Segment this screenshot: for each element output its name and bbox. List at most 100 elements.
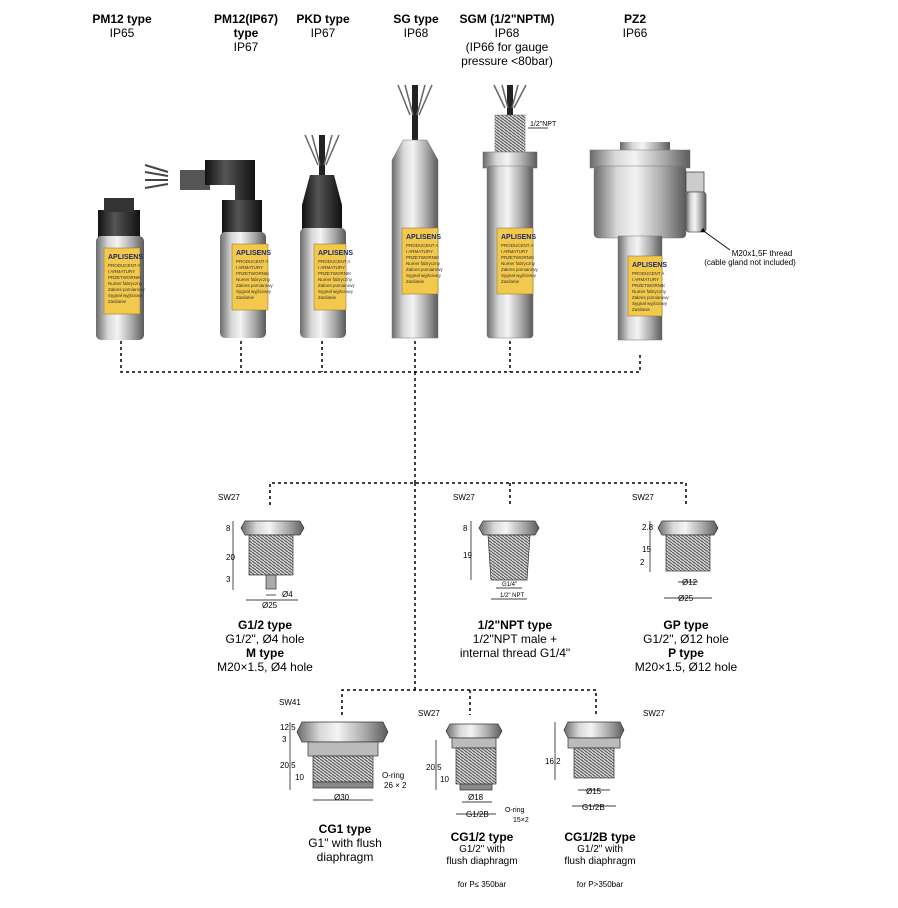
- sticker-text-2-4: Zakres pomiarowy: [318, 283, 356, 288]
- svg-text:3: 3: [226, 575, 231, 584]
- sticker-text-1-1: I ARMATURY: [236, 265, 263, 270]
- sticker-text-0-1: I ARMATURY: [108, 269, 135, 274]
- sticker-text-3-6: Zasilanie: [406, 279, 425, 284]
- sensor-sgm: [482, 84, 548, 339]
- cg12-foot: for P≤ 350bar: [457, 880, 507, 889]
- label-sgm: SGM (1/2"NPTM) IP68 (IP66 for gauge pres…: [446, 12, 568, 68]
- connection-cg12b: [554, 721, 625, 807]
- p-desc: M20×1.5, Ø12 hole: [634, 660, 738, 674]
- connector-lines: [120, 335, 687, 715]
- pz2-rating: IP66: [622, 26, 648, 40]
- sticker-text-4-3: Numer fabryczny: [501, 261, 536, 266]
- pm12-ip67-rating: IP67: [233, 40, 259, 54]
- sticker-text-5-3: Numer fabryczny: [632, 289, 667, 294]
- svg-text:12.5: 12.5: [280, 723, 296, 732]
- sticker-text-3-2: PRZETWORNIK: [406, 255, 439, 260]
- pm12-name: PM12 type: [92, 12, 152, 26]
- svg-text:20.5: 20.5: [426, 763, 442, 772]
- sticker-text-5-2: PRZETWORNIK: [632, 283, 665, 288]
- brand-logo-5: APLISENS: [632, 262, 667, 269]
- svg-text:19: 19: [463, 551, 472, 560]
- npt-callout: 1/2"NPT: [530, 121, 557, 128]
- sensor-sg: [391, 84, 439, 339]
- npt-desc1: 1/2"NPT male +: [472, 632, 558, 646]
- sticker-text-3-5: Sygnał wyjściowy: [406, 273, 442, 278]
- label-pm12-ip67: PM12(IP67) type IP67: [200, 12, 292, 54]
- svg-text:1/2" NPT: 1/2" NPT: [500, 593, 524, 599]
- cg1-name: CG1 type: [318, 822, 372, 836]
- pm12-ip67-name2: type: [233, 26, 259, 40]
- cg12b-name: CG1/2B type: [564, 830, 636, 844]
- label-cg1: CG1 type G1" with flush diaphragm: [295, 822, 395, 864]
- sticker-text-2-2: PRZETWORNIK: [318, 271, 351, 276]
- label-pkd: PKD type IP67: [285, 12, 361, 40]
- p-name: P type: [668, 646, 704, 660]
- connection-gp: [649, 520, 719, 599]
- svg-text:26 × 2: 26 × 2: [384, 781, 407, 790]
- sticker-text-0-3: Numer fabryczny: [108, 281, 143, 286]
- svg-text:Ø12: Ø12: [682, 578, 698, 587]
- sticker-text-4-1: I ARMATURY: [501, 249, 528, 254]
- svg-text:Ø25: Ø25: [262, 601, 278, 610]
- pz2-thread-note: M20x1,5F thread: [732, 249, 792, 258]
- svg-text:Ø4: Ø4: [282, 590, 293, 599]
- svg-text:SW41: SW41: [279, 698, 301, 707]
- sticker-text-0-0: PRODUCENT A: [108, 263, 140, 268]
- svg-text:Ø30: Ø30: [334, 793, 350, 802]
- svg-text:2: 2: [640, 558, 645, 567]
- sgm-note1: (IP66 for gauge: [465, 40, 549, 54]
- label-pm12: PM12 type IP65: [80, 12, 164, 40]
- cg1-desc2: diaphragm: [316, 850, 374, 864]
- sticker-text-3-4: Zakres pomiarowy: [406, 267, 444, 272]
- sticker-text-3-1: I ARMATURY: [406, 249, 433, 254]
- sticker-text-4-5: Sygnał wyjściowy: [501, 273, 537, 278]
- svg-text:2.8: 2.8: [642, 523, 654, 532]
- sticker-text-2-5: Sygnał wyjściowy: [318, 289, 354, 294]
- gp-name: GP type: [663, 618, 709, 632]
- connection-cg1: [289, 721, 389, 801]
- svg-text:15×2: 15×2: [513, 817, 529, 824]
- sticker-text-1-6: Zasilanie: [236, 295, 255, 300]
- brand-logo-2: APLISENS: [318, 250, 353, 257]
- sticker-text-5-0: PRODUCENT A: [632, 271, 664, 276]
- cg12-name: CG1/2 type: [450, 830, 514, 844]
- label-cg12b: CG1/2B type G1/2" with flush diaphragm f…: [548, 830, 652, 892]
- sticker-text-3-0: PRODUCENT A: [406, 243, 438, 248]
- brand-logo-1: APLISENS: [236, 250, 271, 257]
- svg-text:O-ring: O-ring: [505, 807, 525, 814]
- cg12-desc1: G1/2" with: [459, 844, 505, 855]
- sticker-text-5-4: Zakres pomiarowy: [632, 295, 670, 300]
- sgm-rating: IP68: [494, 26, 520, 40]
- svg-text:Ø15: Ø15: [586, 787, 602, 796]
- pm12-rating: IP65: [109, 26, 135, 40]
- svg-text:3: 3: [282, 735, 287, 744]
- pkd-name: PKD type: [296, 12, 350, 26]
- npt-desc2: internal thread G1/4": [459, 646, 571, 660]
- pkd-rating: IP67: [310, 26, 336, 40]
- svg-text:Ø18: Ø18: [468, 793, 484, 802]
- sticker-text-0-2: PRZETWORNIK: [108, 275, 141, 280]
- svg-text:O-ring: O-ring: [382, 771, 404, 780]
- sticker-text-4-2: PRZETWORNIK: [501, 255, 534, 260]
- svg-text:SW27: SW27: [218, 493, 240, 502]
- sticker-text-2-3: Numer fabryczny: [318, 277, 353, 282]
- label-sg: SG type IP68: [380, 12, 452, 40]
- sticker-text-1-0: PRODUCENT A: [236, 259, 268, 264]
- sticker-text-1-5: Sygnał wyjściowy: [236, 289, 272, 294]
- sticker-text-0-5: Sygnał wyjściowy: [108, 293, 144, 298]
- dimension-labels: 1/2"NPT M20x1,5F thread (cable gland not…: [218, 121, 796, 824]
- sticker-text-3-3: Numer fabryczny: [406, 261, 441, 266]
- cg12-desc2: flush diaphragm: [446, 856, 518, 867]
- svg-text:G1/4": G1/4": [502, 582, 517, 588]
- g12-name: G1/2 type: [237, 618, 293, 632]
- svg-text:10: 10: [295, 773, 304, 782]
- svg-text:SW27: SW27: [418, 709, 440, 718]
- label-gp: GP type G1/2", Ø12 hole P type M20×1.5, …: [620, 618, 752, 674]
- svg-text:G1/2B: G1/2B: [466, 810, 489, 819]
- svg-text:15: 15: [642, 545, 651, 554]
- sticker-text-1-2: PRZETWORNIK: [236, 271, 269, 276]
- sticker-text-5-6: Zasilanie: [632, 307, 651, 312]
- pm12-ip67-name: PM12(IP67): [213, 12, 279, 26]
- gp-desc: G1/2", Ø12 hole: [643, 632, 729, 646]
